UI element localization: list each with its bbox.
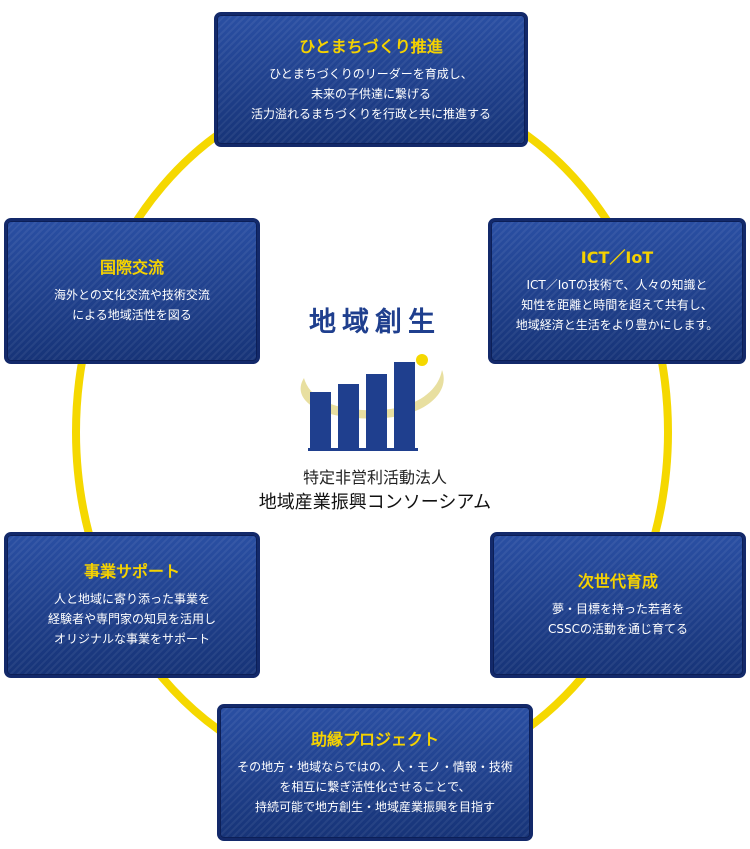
card-title: ひとまちづくり推進 xyxy=(299,36,443,56)
card-description: ひとまちづくりのリーダーを育成し、 未来の子供達に繋げる 活力溢れるまちづくりを… xyxy=(250,66,491,121)
card-description: 夢・目標を持った若者を CSSCの活動を通じ育てる xyxy=(548,602,688,636)
card-title: 次世代育成 xyxy=(577,572,658,591)
organization-name: 地域産業振興コンソーシアム xyxy=(258,492,492,513)
card-community-development: ひとまちづくり推進 ひとまちづくりのリーダーを育成し、 未来の子供達に繋げる 活… xyxy=(214,12,528,147)
card-title: 助縁プロジェクト xyxy=(310,729,439,749)
organization-type: 特定非営利活動法人 xyxy=(302,468,447,487)
consortium-logo-icon xyxy=(300,354,444,451)
card-description: 海外との文化交流や技術交流 による地域活性を図る xyxy=(54,288,210,322)
card-description: ICT／IoTの技術で、人々の知識と 知性を距離と時間を超えて共有し、 地域経済… xyxy=(515,278,719,332)
card-description: 人と地域に寄り添った事業を 経験者や専門家の知見を活用し オリジナルな事業をサポ… xyxy=(47,592,216,646)
center-title: 地域創生 xyxy=(309,307,441,338)
card-title: 事業サポート xyxy=(83,562,180,581)
card-title: 国際交流 xyxy=(99,258,164,277)
card-joen-project: 助縁プロジェクト その地方・地域ならではの、人・モノ・情報・技術 を相互に繋ぎ活… xyxy=(217,704,533,841)
card-description: その地方・地域ならではの、人・モノ・情報・技術 を相互に繋ぎ活性化させることで、… xyxy=(237,759,513,814)
card-business-support: 事業サポート 人と地域に寄り添った事業を 経験者や専門家の知見を活用し オリジナ… xyxy=(4,532,260,678)
card-international-exchange: 国際交流 海外との文化交流や技術交流 による地域活性を図る xyxy=(4,218,260,364)
card-ict-iot: ICT／IoT ICT／IoTの技術で、人々の知識と 知性を距離と時間を超えて共… xyxy=(488,218,746,364)
card-next-generation: 次世代育成 夢・目標を持った若者を CSSCの活動を通じ育てる xyxy=(490,532,746,678)
card-title: ICT／IoT xyxy=(580,248,654,267)
